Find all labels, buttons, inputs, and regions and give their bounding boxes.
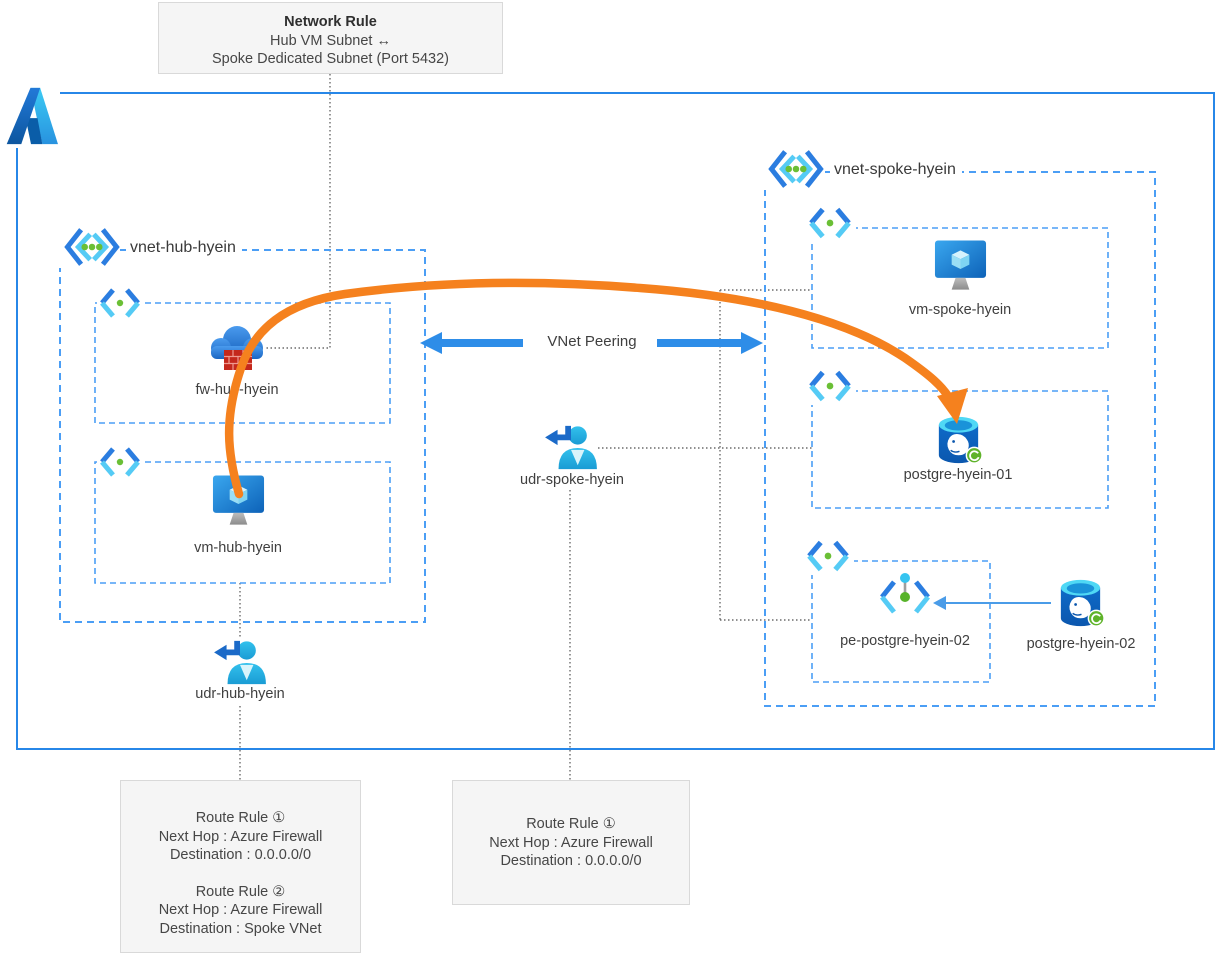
- hub-udr-label: udr-hub-hyein: [195, 686, 285, 702]
- route-rule-destination: Destination : 0.0.0.0/0: [169, 847, 312, 863]
- hub-route-note: Route Rule ① Next Hop : Azure Firewall D…: [120, 780, 361, 953]
- connector-networkrule-to-firewall: [266, 74, 331, 349]
- postgresql-icon: [1053, 576, 1108, 631]
- route-rule-next-hop: Next Hop : Azure Firewall: [158, 828, 323, 845]
- hub-vm-subnet-box: [94, 461, 391, 584]
- postgresql-icon: [931, 413, 986, 468]
- subnet-icon: [804, 539, 854, 575]
- spoke-postgres1-label: postgre-hyein-01: [903, 467, 1013, 483]
- spoke-pe-label: pe-postgre-hyein-02: [840, 633, 970, 649]
- route-table-icon: [211, 638, 269, 686]
- route-rule-destination: Destination : 0.0.0.0/0: [500, 853, 642, 869]
- network-rule-line2: Spoke Dedicated Subnet (Port 5432): [212, 51, 449, 67]
- subnet-icon: [97, 446, 145, 480]
- virtual-network-icon: [760, 148, 824, 190]
- vnet-peering-label: VNet Peering: [547, 333, 637, 350]
- hub-vnet-box: [59, 249, 426, 623]
- route-rule-next-hop: Next Hop : Azure Firewall: [489, 834, 653, 851]
- azure-logo-icon: [2, 84, 60, 148]
- subnet-icon: [806, 369, 856, 405]
- route-table-icon: [542, 423, 600, 471]
- hub-vnet-label: vnet-hub-hyein: [126, 238, 242, 259]
- network-rule-title: Network Rule: [284, 14, 377, 30]
- route-rule-title: Route Rule ①: [526, 816, 616, 832]
- firewall-icon: [205, 322, 269, 378]
- virtual-machine-icon: [933, 238, 988, 300]
- azure-boundary: [16, 92, 1215, 750]
- route-rule-title: Route Rule ①: [195, 810, 286, 826]
- spoke-route-note: Route Rule ① Next Hop : Azure Firewall D…: [452, 780, 690, 905]
- subnet-icon: [97, 287, 145, 321]
- route-rule-next-hop: Next Hop : Azure Firewall: [158, 902, 323, 918]
- network-rule-line1: Hub VM Subnet ↔: [270, 32, 391, 49]
- postgres2-to-pe-arrow: [933, 596, 1051, 610]
- peering-arrowhead-left: [420, 332, 442, 354]
- network-rule-note: Network Rule Hub VM Subnet ↔ Spoke Dedic…: [158, 2, 503, 74]
- private-endpoint-icon: [876, 572, 934, 622]
- spoke-vnet-label: vnet-spoke-hyein: [830, 160, 962, 181]
- spoke-postgres-subnet-box: [811, 390, 1109, 509]
- peering-arrowhead-right: [741, 332, 763, 354]
- virtual-machine-icon: [211, 473, 266, 535]
- virtual-network-icon: [58, 226, 120, 268]
- spoke-udr-label: udr-spoke-hyein: [520, 472, 624, 488]
- subnet-icon: [806, 206, 856, 242]
- route-rule-destination: Destination : Spoke VNet: [159, 920, 322, 937]
- spoke-postgres2-label: postgre-hyein-02: [1026, 636, 1136, 652]
- hub-vm-label: vm-hub-hyein: [194, 540, 282, 556]
- route-rule-title: Route Rule ②: [195, 883, 286, 900]
- firewall-label: fw-hub-hyein: [195, 382, 279, 398]
- spoke-vm-label: vm-spoke-hyein: [908, 302, 1012, 318]
